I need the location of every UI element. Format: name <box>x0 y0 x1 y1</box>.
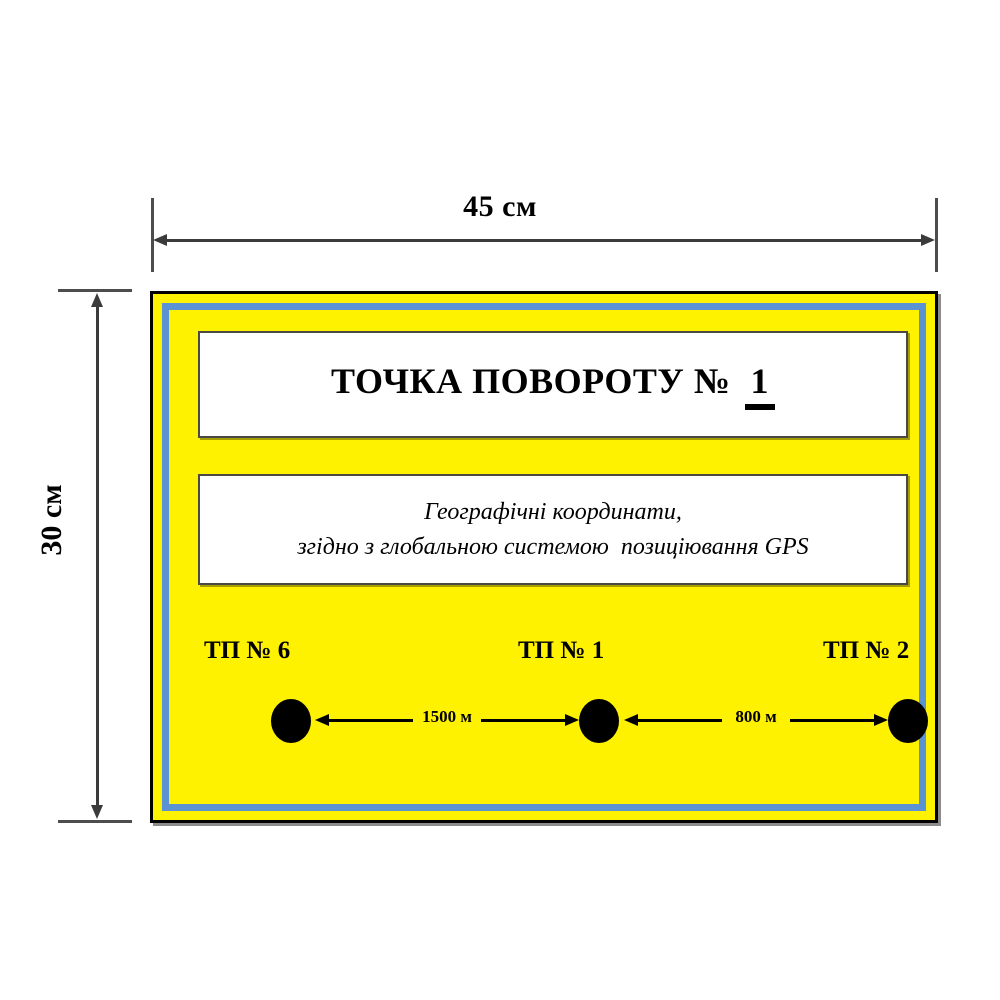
point-marker-left <box>271 699 311 743</box>
height-dimension-label: 30 см <box>35 484 68 556</box>
distance-label-left: 1500 м <box>417 707 477 727</box>
coordinates-panel: Географічні координати, згідно з глобаль… <box>198 474 908 585</box>
sign-blue-stripe-frame: ТОЧКА ПОВОРОТУ № 1 Географічні координат… <box>162 303 928 811</box>
title-number-text: 1 <box>750 360 770 401</box>
extension-line-top <box>58 289 132 292</box>
distance-segment-right: 800 м <box>624 707 888 731</box>
point-marker-right <box>888 699 928 743</box>
height-dimension-arrow <box>88 293 108 819</box>
title-number-underlined: 1 <box>744 360 776 410</box>
arrow-head-right-icon <box>921 234 935 246</box>
arrow-shaft <box>163 239 925 242</box>
arrow-head-down-icon <box>91 805 103 819</box>
arrow-shaft-right <box>790 719 876 722</box>
arrow-head-left-icon <box>315 714 329 726</box>
arrow-head-right-icon <box>874 714 888 726</box>
extension-line-right <box>935 198 938 272</box>
page-title: ТОЧКА ПОВОРОТУ № 1 <box>330 360 776 410</box>
point-label-center: ТП № 1 <box>518 637 605 664</box>
sign-board: ТОЧКА ПОВОРОТУ № 1 Географічні координат… <box>150 291 938 823</box>
extension-line-bottom <box>58 820 132 823</box>
distance-label-right: 800 м <box>730 707 782 727</box>
sign-inner-field: ТОЧКА ПОВОРОТУ № 1 Географічні координат… <box>169 310 928 804</box>
title-prefix-text: ТОЧКА ПОВОРОТУ № <box>330 360 731 401</box>
point-marker-center <box>579 699 619 743</box>
point-label-right: ТП № 2 <box>823 637 910 664</box>
coordinates-note: Географічні координати, згідно з глобаль… <box>287 495 818 565</box>
width-dimension-label: 45 см <box>463 190 537 223</box>
coordinates-note-line-2: згідно з глобальною системою позиціюванн… <box>297 533 809 560</box>
arrow-shaft <box>96 303 99 809</box>
arrow-shaft-left <box>327 719 413 722</box>
extension-line-left <box>151 198 154 272</box>
width-dimension-arrow <box>153 231 935 251</box>
arrow-head-right-icon <box>565 714 579 726</box>
arrow-head-left-icon <box>624 714 638 726</box>
arrow-head-up-icon <box>91 293 103 307</box>
point-label-left: ТП № 6 <box>204 637 291 664</box>
arrow-shaft-right <box>481 719 567 722</box>
coordinates-note-line-1: Географічні координати, <box>424 498 682 525</box>
arrow-head-left-icon <box>153 234 167 246</box>
distance-segment-left: 1500 м <box>315 707 579 731</box>
arrow-shaft-left <box>636 719 722 722</box>
turning-point-diagram: ТП № 6 ТП № 1 ТП № 2 1500 м <box>198 614 928 804</box>
title-panel: ТОЧКА ПОВОРОТУ № 1 <box>198 331 908 438</box>
